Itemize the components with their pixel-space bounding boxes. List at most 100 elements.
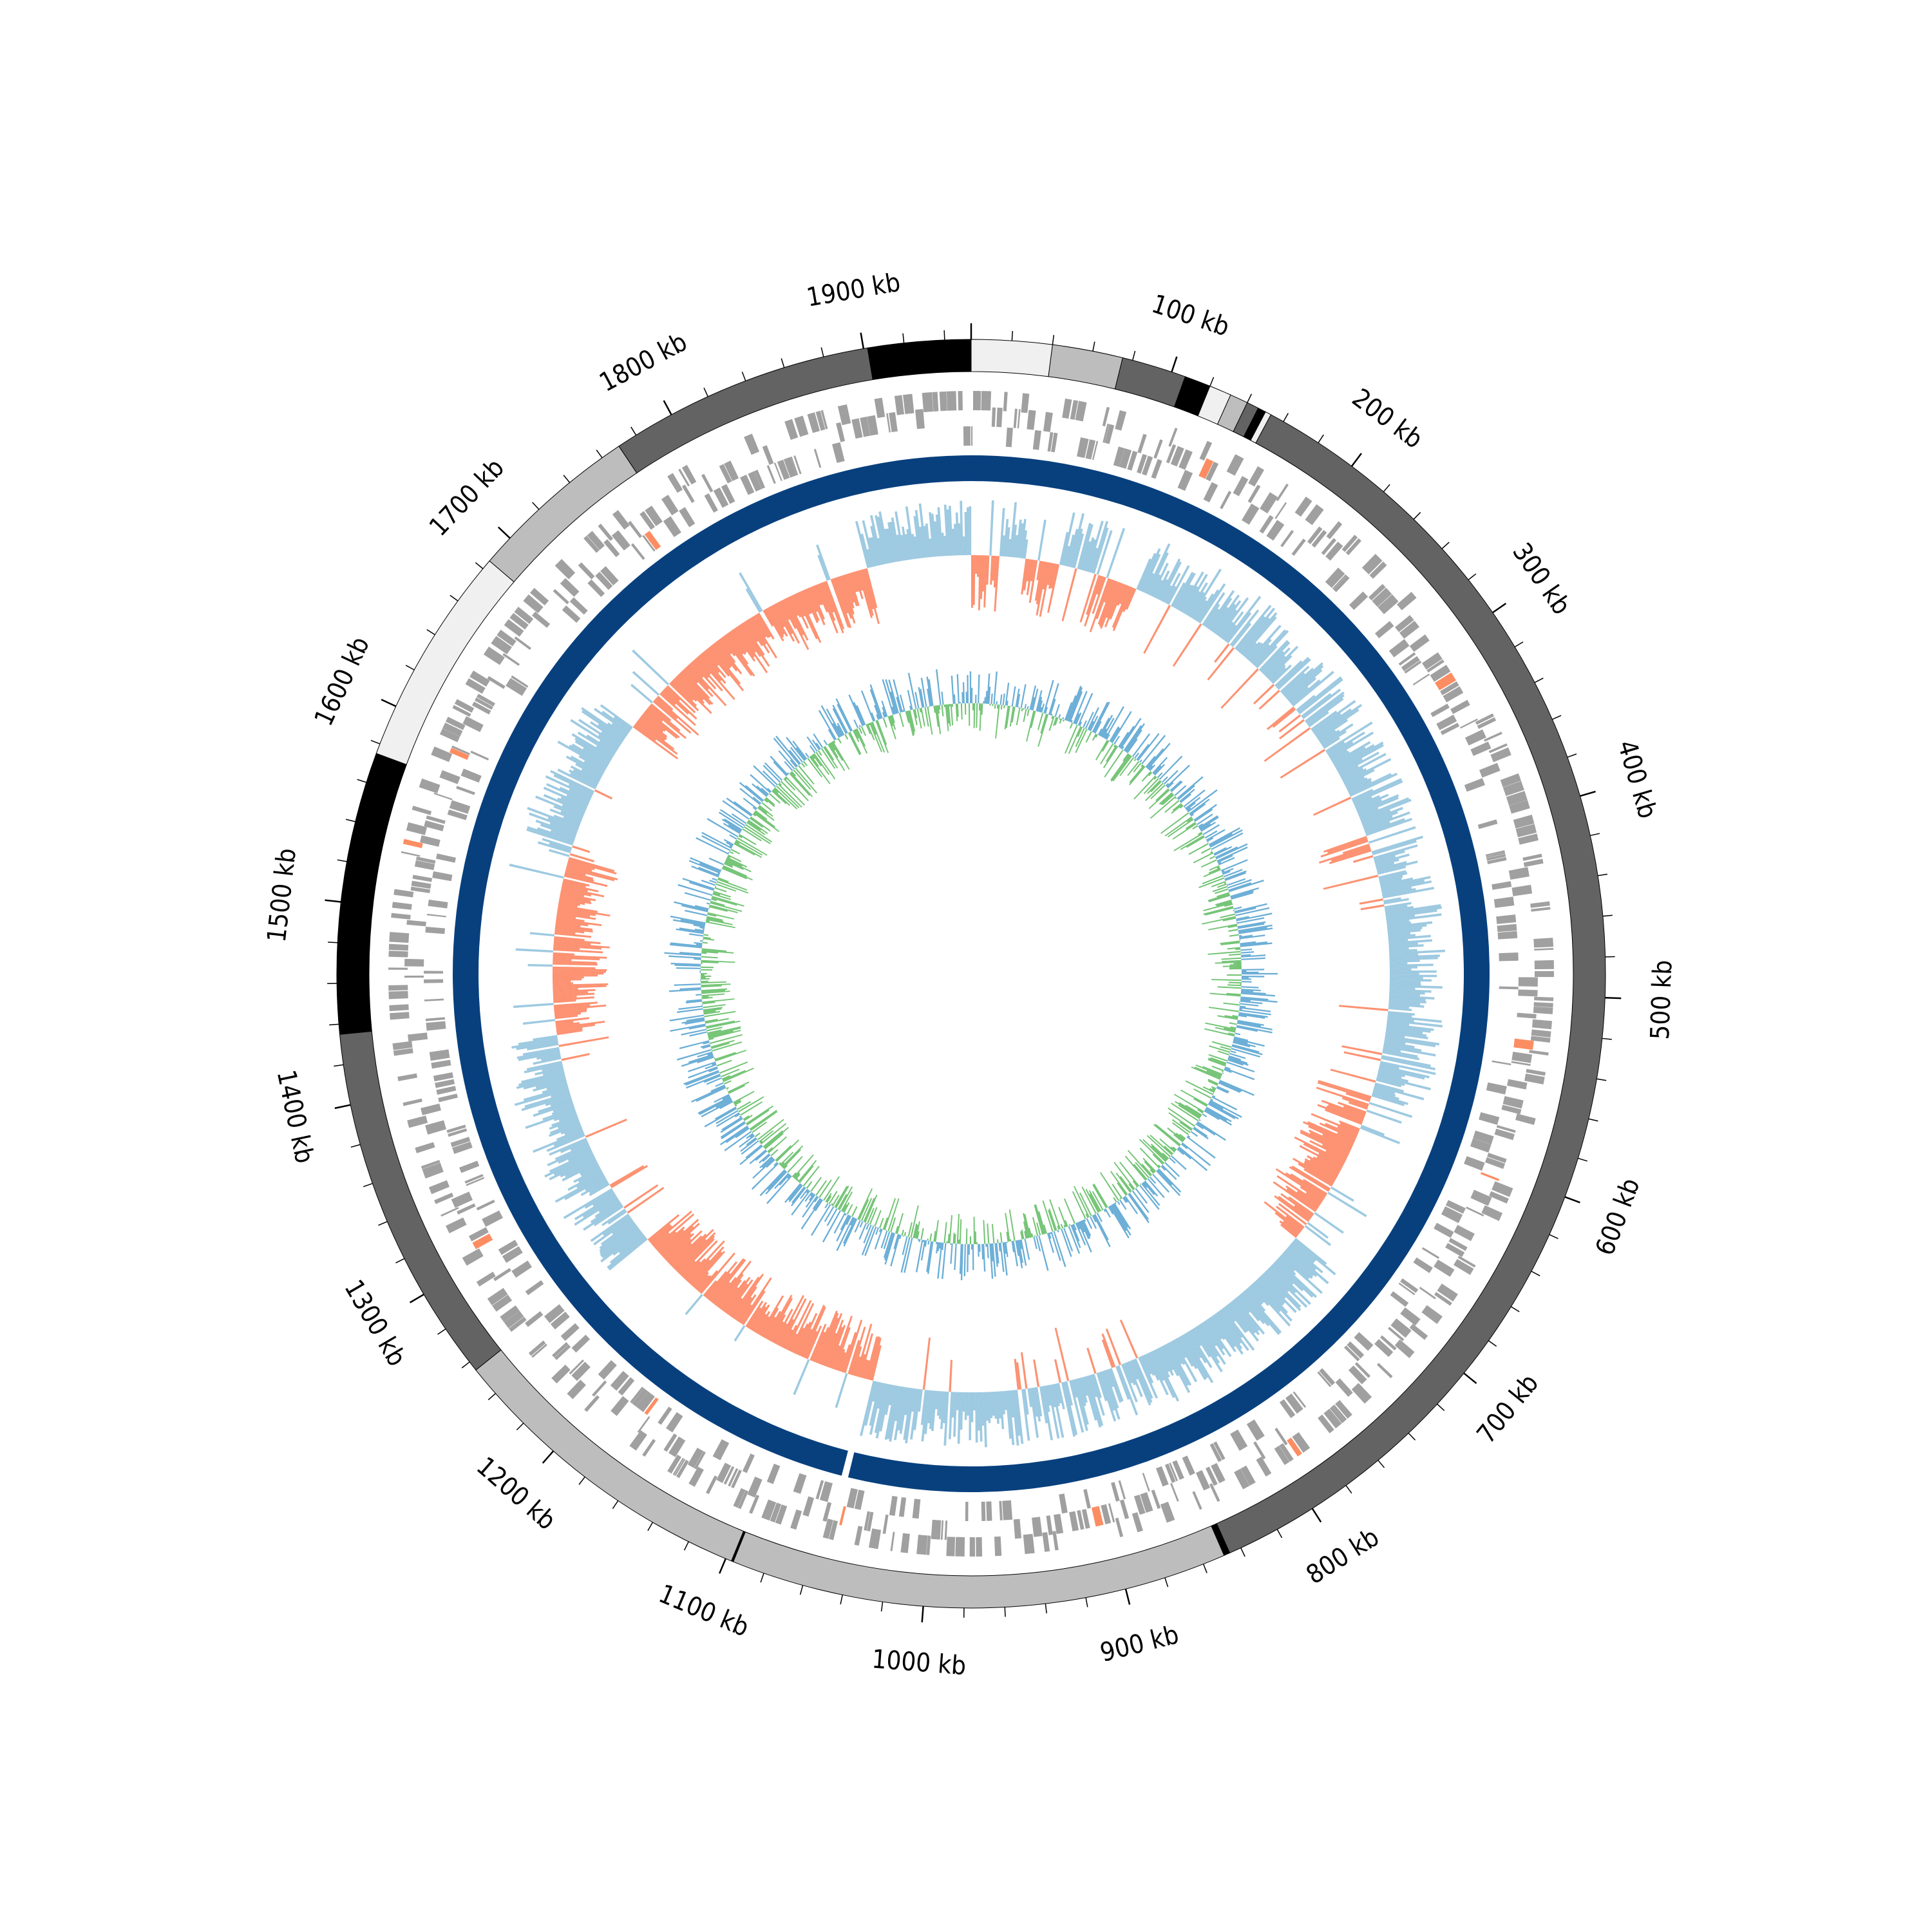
gc-content-bar xyxy=(1029,685,1037,710)
gc-content-bar xyxy=(1006,1231,1009,1242)
gc-content-bar xyxy=(734,842,755,856)
gc-skew-bar xyxy=(1223,624,1237,641)
gc-skew-bar xyxy=(547,817,579,831)
gc-skew-bar xyxy=(1027,1388,1032,1407)
gc-content-bar xyxy=(974,1231,977,1244)
cds-feature xyxy=(592,1380,607,1397)
gc-skew-bar xyxy=(607,722,627,737)
gc-skew-bar xyxy=(643,711,678,739)
gc-skew-bar xyxy=(1145,543,1171,594)
gc-content-bar xyxy=(836,1215,851,1242)
gc-content-bar xyxy=(891,706,896,715)
gc-content-bar xyxy=(670,915,706,924)
gc-skew-bar xyxy=(1292,670,1334,707)
gc-content-bar xyxy=(914,692,920,709)
gc-skew-bar xyxy=(1388,944,1424,949)
gc-skew-bar xyxy=(516,1048,560,1059)
gc-content-bar xyxy=(1172,1146,1177,1151)
cds-feature xyxy=(1492,1060,1511,1066)
gc-skew-bar xyxy=(646,708,663,723)
gc-skew-bar xyxy=(712,643,732,667)
gc-skew-bar xyxy=(1389,976,1423,980)
gc-content-bar xyxy=(683,1070,719,1085)
gc-skew-bar xyxy=(1368,826,1416,844)
gc-content-bar xyxy=(775,735,800,766)
gc-skew-bar xyxy=(976,555,980,577)
gc-content-bar xyxy=(1222,871,1231,875)
cds-feature xyxy=(1464,729,1486,746)
gc-skew-bar xyxy=(931,1390,937,1432)
gc-skew-bar xyxy=(609,1235,645,1264)
gc-skew-bar xyxy=(865,1336,878,1379)
gc-content-bar xyxy=(791,1172,797,1178)
gc-content-bar xyxy=(1203,869,1221,878)
gc-skew-bar xyxy=(556,1023,596,1032)
gc-skew-bar xyxy=(533,1130,584,1153)
cds-feature xyxy=(1203,482,1218,503)
gc-content-bar xyxy=(815,1180,827,1196)
gc-skew-bar xyxy=(951,1392,955,1418)
gc-content-bar xyxy=(991,1224,995,1244)
gc-content-bar xyxy=(887,1198,900,1232)
gc-content-bar xyxy=(971,687,973,704)
gc-content-bar xyxy=(1133,775,1157,800)
gc-skew-bar xyxy=(722,636,753,676)
gc-skew-bar xyxy=(1372,1090,1399,1101)
gc-skew-bar xyxy=(779,601,790,621)
gc-content-bar xyxy=(880,1230,888,1249)
gc-skew-bar xyxy=(1364,820,1390,833)
gc-content-bar xyxy=(1229,934,1239,937)
gc-content-bar xyxy=(1095,734,1098,738)
gc-skew-bar xyxy=(1330,1068,1376,1083)
minor-tick xyxy=(1441,542,1450,549)
gc-content-bar xyxy=(918,1239,921,1242)
gc-skew-bar xyxy=(578,719,621,748)
gc-skew-bar xyxy=(773,603,795,642)
gc-content-bar xyxy=(898,712,904,727)
cds-feature xyxy=(1493,896,1515,908)
gc-content-bar xyxy=(1069,723,1074,729)
gc-content-bar xyxy=(764,1133,784,1150)
gc-skew-bar xyxy=(1345,1092,1370,1103)
cds-feature xyxy=(1291,538,1306,556)
gc-content-bar xyxy=(1236,1025,1273,1034)
cds-feature xyxy=(528,1340,546,1356)
cds-feature xyxy=(1448,1238,1468,1251)
gc-content-bar xyxy=(749,1149,766,1164)
cds-feature xyxy=(1199,440,1213,461)
gc-content-bar xyxy=(916,1231,920,1239)
gc-skew-bar xyxy=(1382,1048,1418,1058)
gc-skew-bar xyxy=(553,952,575,956)
gc-content-bar xyxy=(707,913,717,917)
gc-content-bar xyxy=(1166,764,1190,788)
gc-content-bar xyxy=(1171,1119,1191,1133)
gc-skew-bar xyxy=(1359,799,1412,821)
gc-content-bar xyxy=(1208,1080,1218,1086)
gc-skew-bar xyxy=(550,829,576,840)
gc-skew-bar xyxy=(525,1109,576,1129)
gc-skew-bar xyxy=(1264,1271,1302,1308)
gc-content-bar xyxy=(1068,1224,1071,1226)
gc-skew-bar xyxy=(855,1323,873,1377)
gc-skew-bar xyxy=(555,920,589,927)
gc-content-bar xyxy=(1086,1218,1093,1229)
gc-skew-bar xyxy=(956,1392,960,1410)
gc-skew-bar xyxy=(1101,1333,1116,1368)
gc-skew-bar xyxy=(816,544,831,580)
rna-feature xyxy=(472,1233,493,1249)
gc-content-bar xyxy=(765,1171,788,1195)
gc-content-bar xyxy=(1211,1088,1216,1091)
gc-skew-bar xyxy=(1079,573,1097,623)
minor-tick xyxy=(880,1602,884,1612)
gc-skew-bar xyxy=(1041,1386,1054,1441)
gc-skew-bar xyxy=(1343,758,1392,784)
gc-content-bar xyxy=(799,1165,814,1184)
gc-skew-bar xyxy=(1248,1285,1264,1304)
gc-content-bar xyxy=(806,1181,813,1189)
gc-skew-bar xyxy=(554,1004,591,1009)
gc-skew-bar xyxy=(701,652,720,674)
gc-content-bar xyxy=(1226,992,1241,996)
gc-skew-bar xyxy=(1223,1306,1236,1323)
gc-skew-bar xyxy=(1061,1382,1076,1437)
gc-content-bar xyxy=(1132,1190,1150,1213)
